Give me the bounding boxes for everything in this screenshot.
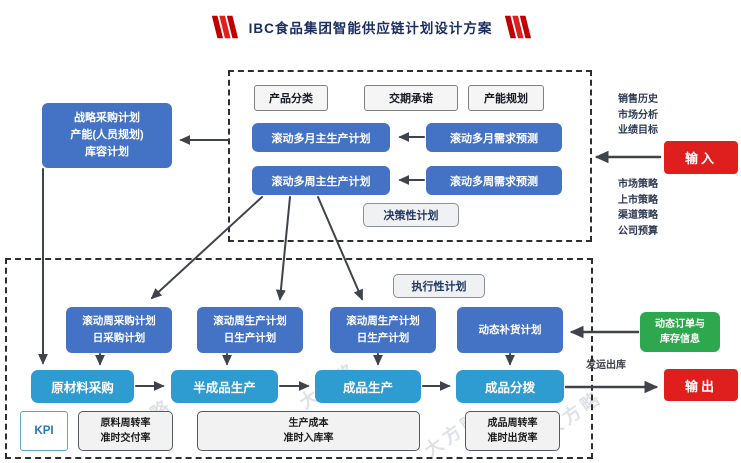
box-label: 滚动多月主生产计划 xyxy=(271,132,371,145)
note: 公司预算 xyxy=(618,225,658,237)
ship-outbound-label: 发运出库 xyxy=(586,360,626,371)
execution-section-frame xyxy=(5,258,593,459)
input-button: 输入 xyxy=(664,141,738,174)
box-monthly-master-plan: 滚动多月主生产计划 xyxy=(252,123,390,152)
box-weekly-production-plan-2: 滚动周生产计划 日生产计划 xyxy=(330,307,436,353)
line: 库存信息 xyxy=(660,334,700,345)
brand-logo-left-icon xyxy=(211,15,238,39)
box-delivery-commitment: 交期承诺 xyxy=(364,85,458,111)
kpi-metric-production: 生产成本 准时入库率 xyxy=(197,411,420,451)
box-label: 半成品生产 xyxy=(193,381,256,395)
kpi-label: KPI xyxy=(34,425,54,437)
box-label: 成品分拨 xyxy=(484,381,535,395)
brand-logo-right-icon xyxy=(505,15,532,39)
line: 日生产计划 xyxy=(356,332,410,344)
box-order-inventory-info: 动态订单与 库存信息 xyxy=(640,312,720,352)
box-label: 原材料采购 xyxy=(51,381,114,395)
box-label: 成品生产 xyxy=(342,381,393,395)
line: 库容计划 xyxy=(85,146,129,159)
line: 滚动周生产计划 xyxy=(213,315,287,328)
line: 日生产计划 xyxy=(223,332,277,344)
box-monthly-demand-forecast: 滚动多月需求预测 xyxy=(426,123,562,152)
box-weekly-master-plan: 滚动多周主生产计划 xyxy=(252,166,390,195)
note: 业绩目标 xyxy=(618,125,658,136)
box-label: 滚动多月需求预测 xyxy=(450,132,538,145)
box-weekly-demand-forecast: 滚动多周需求预测 xyxy=(426,166,562,195)
line: 准时出货率 xyxy=(487,433,538,444)
line: 原料周转率 xyxy=(100,417,151,429)
line: 产能(人员规划) xyxy=(70,128,144,141)
box-capacity-planning: 产能规划 xyxy=(468,85,544,111)
note: 销售历史 xyxy=(618,94,658,105)
line: 滚动周采购计划 xyxy=(82,315,156,328)
box-label: 产品分类 xyxy=(269,93,313,105)
header: IBC食品集团智能供应链计划设计方案 xyxy=(0,14,741,40)
box-strategic-plan: 战略采购计划 产能(人员规划) 库容计划 xyxy=(42,103,172,168)
line: 生产成本 xyxy=(288,417,329,429)
box-weekly-production-plan-1: 滚动周生产计划 日生产计划 xyxy=(197,307,303,353)
line: 动态订单与 xyxy=(655,319,705,330)
box-label: 滚动多周主生产计划 xyxy=(271,175,371,188)
box-label: 交期承诺 xyxy=(389,93,433,105)
box-finished-production: 成品生产 xyxy=(315,370,421,403)
line: 准时入库率 xyxy=(283,433,334,444)
box-dynamic-replenishment-plan: 动态补货计划 xyxy=(457,307,563,353)
line: 成品周转率 xyxy=(487,417,538,429)
input-notes-top: 销售历史 市场分析 业绩目标 xyxy=(604,92,672,139)
note: 市场分析 xyxy=(618,109,658,121)
label-text: 决策性计划 xyxy=(383,210,439,222)
label-text: 执行性计划 xyxy=(411,281,467,293)
button-label: 输出 xyxy=(684,378,717,394)
input-notes-bottom: 市场策略 上市策略 渠道策略 公司预算 xyxy=(604,177,672,239)
box-label: 滚动多周需求预测 xyxy=(450,175,538,188)
note: 市场策略 xyxy=(618,179,658,190)
line: 动态补货计划 xyxy=(478,323,542,336)
label-execution-plan: 执行性计划 xyxy=(393,274,485,298)
kpi-metric-raw-material: 原料周转率 准时交付率 xyxy=(78,411,173,451)
box-product-classification: 产品分类 xyxy=(254,85,328,111)
line: 战略采购计划 xyxy=(74,111,140,124)
box-weekly-purchase-plan: 滚动周采购计划 日采购计划 xyxy=(66,307,172,353)
box-label: 产能规划 xyxy=(484,93,528,105)
box-finished-distribution: 成品分拨 xyxy=(456,370,564,403)
line: 滚动周生产计划 xyxy=(346,315,420,328)
output-button: 输出 xyxy=(664,369,738,401)
box-semi-finished-production: 半成品生产 xyxy=(171,370,278,403)
note: 上市策略 xyxy=(618,194,658,206)
box-raw-material-purchase: 原材料采购 xyxy=(31,370,134,403)
label-decision-plan: 决策性计划 xyxy=(363,203,459,227)
line: 日采购计划 xyxy=(92,332,146,344)
line: 准时交付率 xyxy=(100,433,151,444)
kpi-metric-finished-goods: 成品周转率 准时出货率 xyxy=(465,411,560,451)
note: 渠道策略 xyxy=(618,210,658,221)
slide-title: IBC食品集团智能供应链计划设计方案 xyxy=(248,21,493,36)
button-label: 输入 xyxy=(684,151,717,166)
decision-section-frame xyxy=(228,70,592,242)
kpi-label-box: KPI xyxy=(20,411,68,451)
